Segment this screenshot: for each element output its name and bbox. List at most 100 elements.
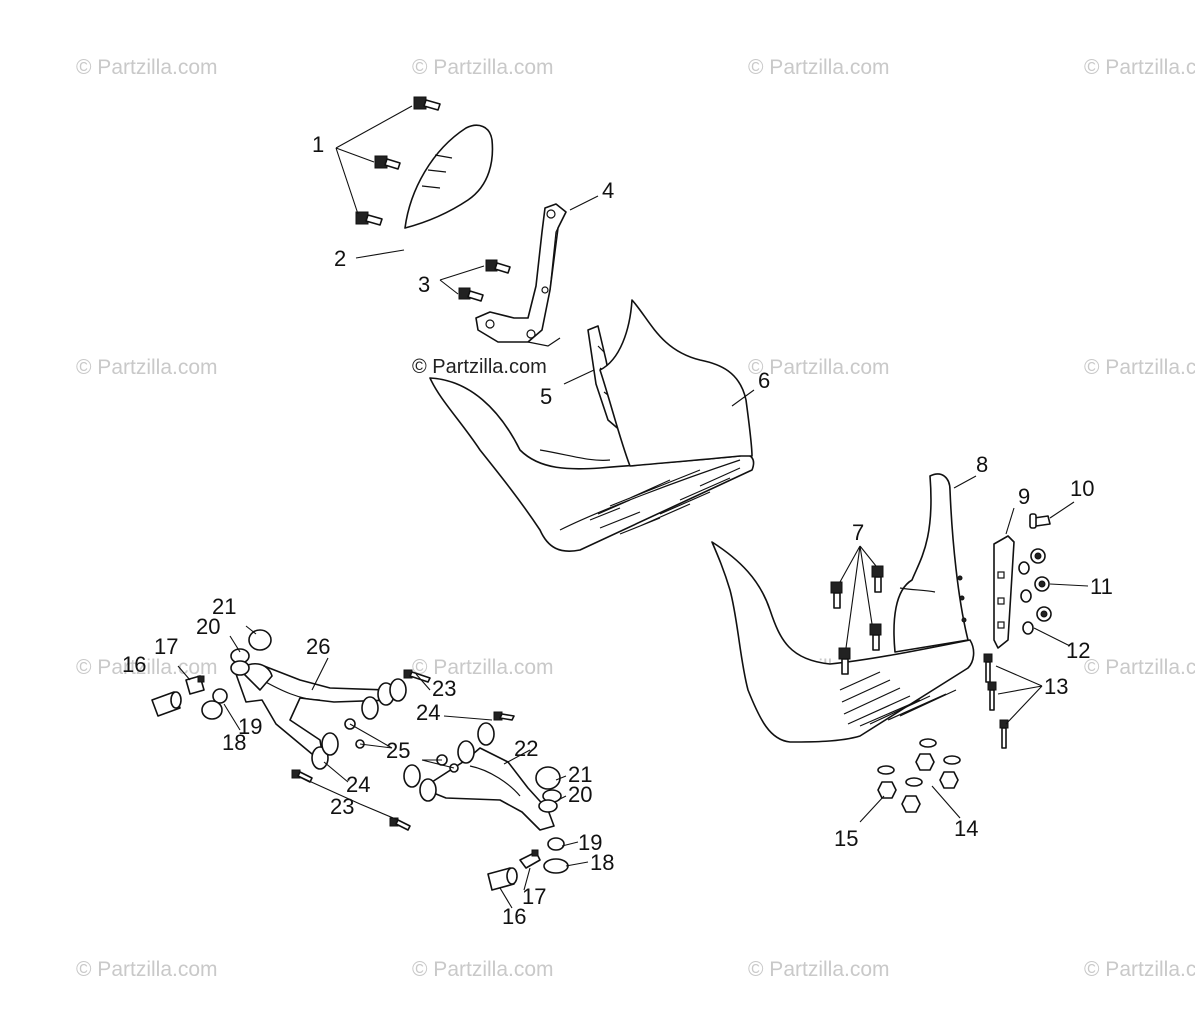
bolt-7d[interactable] [838,647,851,675]
washer-14a[interactable] [919,738,937,748]
cap-21a[interactable] [248,629,272,651]
watermark-r1c4: © Partzilla.com [1084,56,1195,79]
nut-15[interactable] [877,781,897,799]
grease-fitting-17b[interactable] [519,849,541,869]
bolt-3a[interactable] [485,259,511,274]
leader-lines [177,105,1089,909]
callout-1: 1 [312,132,324,157]
bolt-23d[interactable] [389,817,411,831]
ring-20a[interactable] [230,648,250,676]
watermark-r1c2: © Partzilla.com [412,56,554,79]
watermark-r2c4: © Partzilla.com [1084,356,1195,379]
mounting-plate[interactable] [993,535,1015,649]
callout-7: 7 [852,520,864,545]
sleeve-16b[interactable] [487,867,518,891]
callout-20b: 20 [568,782,592,807]
visor-shield[interactable] [404,124,494,229]
bolt-13b[interactable] [987,681,997,711]
washer-12c[interactable] [1022,621,1034,635]
callout-18a: 18 [222,730,246,755]
grease-fitting-17a[interactable] [185,675,205,695]
callout-18b: 18 [590,850,614,875]
right-floor-panel[interactable] [711,473,975,743]
left-floor-panel[interactable] [429,299,755,552]
callout-8: 8 [976,452,988,477]
bolt-23c[interactable] [291,769,313,783]
ring-20b[interactable] [538,789,562,813]
callout-4: 4 [602,178,614,203]
bolt-13c[interactable] [999,719,1009,749]
callout-22: 22 [514,736,538,761]
callout-11: 11 [1090,574,1113,599]
callout-3: 3 [418,272,430,297]
callout-5: 5 [540,384,552,409]
watermark-r4c4: © Partzilla.com [1084,958,1195,981]
mounting-bracket[interactable] [475,203,567,347]
callout-24a: 24 [416,700,440,725]
ring-19b[interactable] [547,837,565,851]
bushing-24c[interactable] [457,722,495,764]
nut-11a[interactable] [1030,548,1046,564]
bolt-7a[interactable] [871,565,884,593]
bushing-24e[interactable] [403,764,437,802]
callout-23b: 23 [330,794,354,819]
callout-20a: 20 [196,614,220,639]
callout-10: 10 [1070,476,1094,501]
bushing-24a[interactable] [377,678,407,706]
bolt-1c[interactable] [355,211,383,226]
bolt-7c[interactable] [869,623,882,651]
left-floor-tread [589,467,741,535]
nut-14b[interactable] [939,771,959,789]
callout-19a: 19 [238,714,262,739]
watermark-r3c4: © Partzilla.com [1084,656,1195,679]
callout-23a: 23 [432,676,456,701]
ring-18b[interactable] [543,858,569,874]
nut-14a[interactable] [915,753,935,771]
callout-14: 14 [954,816,978,841]
washer-14c[interactable] [905,777,923,787]
callout-12: 12 [1066,638,1090,663]
watermark-r1c1: © Partzilla.com [76,56,218,79]
nut-11b[interactable] [1034,576,1050,592]
washer-12a[interactable] [1018,561,1030,575]
watermark-r2c3: © Partzilla.com [748,356,890,379]
washer-14b[interactable] [943,755,961,765]
callout-2: 2 [334,246,346,271]
bushing-24d[interactable] [311,732,339,770]
sleeve-16a[interactable] [151,691,182,717]
bolt-1a[interactable] [413,96,441,111]
washer-15[interactable] [877,765,895,775]
right-floor-tread [839,671,957,727]
watermark-r3c2: © Partzilla.com [412,656,554,679]
bolt-13a[interactable] [983,653,993,683]
cap-21b[interactable] [535,766,561,790]
callout-26: 26 [306,634,330,659]
bolt-7b[interactable] [830,581,843,609]
watermark-r1c3: © Partzilla.com [748,56,890,79]
ring-18a[interactable] [201,700,223,720]
callout-15: 15 [834,826,858,851]
nut-14c[interactable] [901,795,921,813]
watermark-r3c1: © Partzilla.com [76,656,218,679]
bushing-24b[interactable] [361,696,379,720]
watermark-r4c1: © Partzilla.com [76,958,218,981]
screw-10[interactable] [1029,513,1051,529]
callout-13: 13 [1044,674,1068,699]
watermark-r2c2: © Partzilla.com [412,356,547,378]
callout-21a: 21 [212,594,236,619]
callout-19b: 19 [578,830,602,855]
bolt-3b[interactable] [458,287,484,302]
bolt-23b[interactable] [493,711,515,721]
callout-17b: 17 [522,884,546,909]
watermark-r2c1: © Partzilla.com [76,356,218,379]
washer-12b[interactable] [1020,589,1032,603]
bolt-23a[interactable] [403,669,431,683]
callout-16b: 16 [502,904,526,929]
ring-19a[interactable] [212,688,228,704]
callout-9: 9 [1018,484,1030,509]
bolt-1b[interactable] [374,155,401,170]
lower-a-arm[interactable] [431,747,555,831]
nut-11c[interactable] [1036,606,1052,622]
watermark-r4c2: © Partzilla.com [412,958,554,981]
